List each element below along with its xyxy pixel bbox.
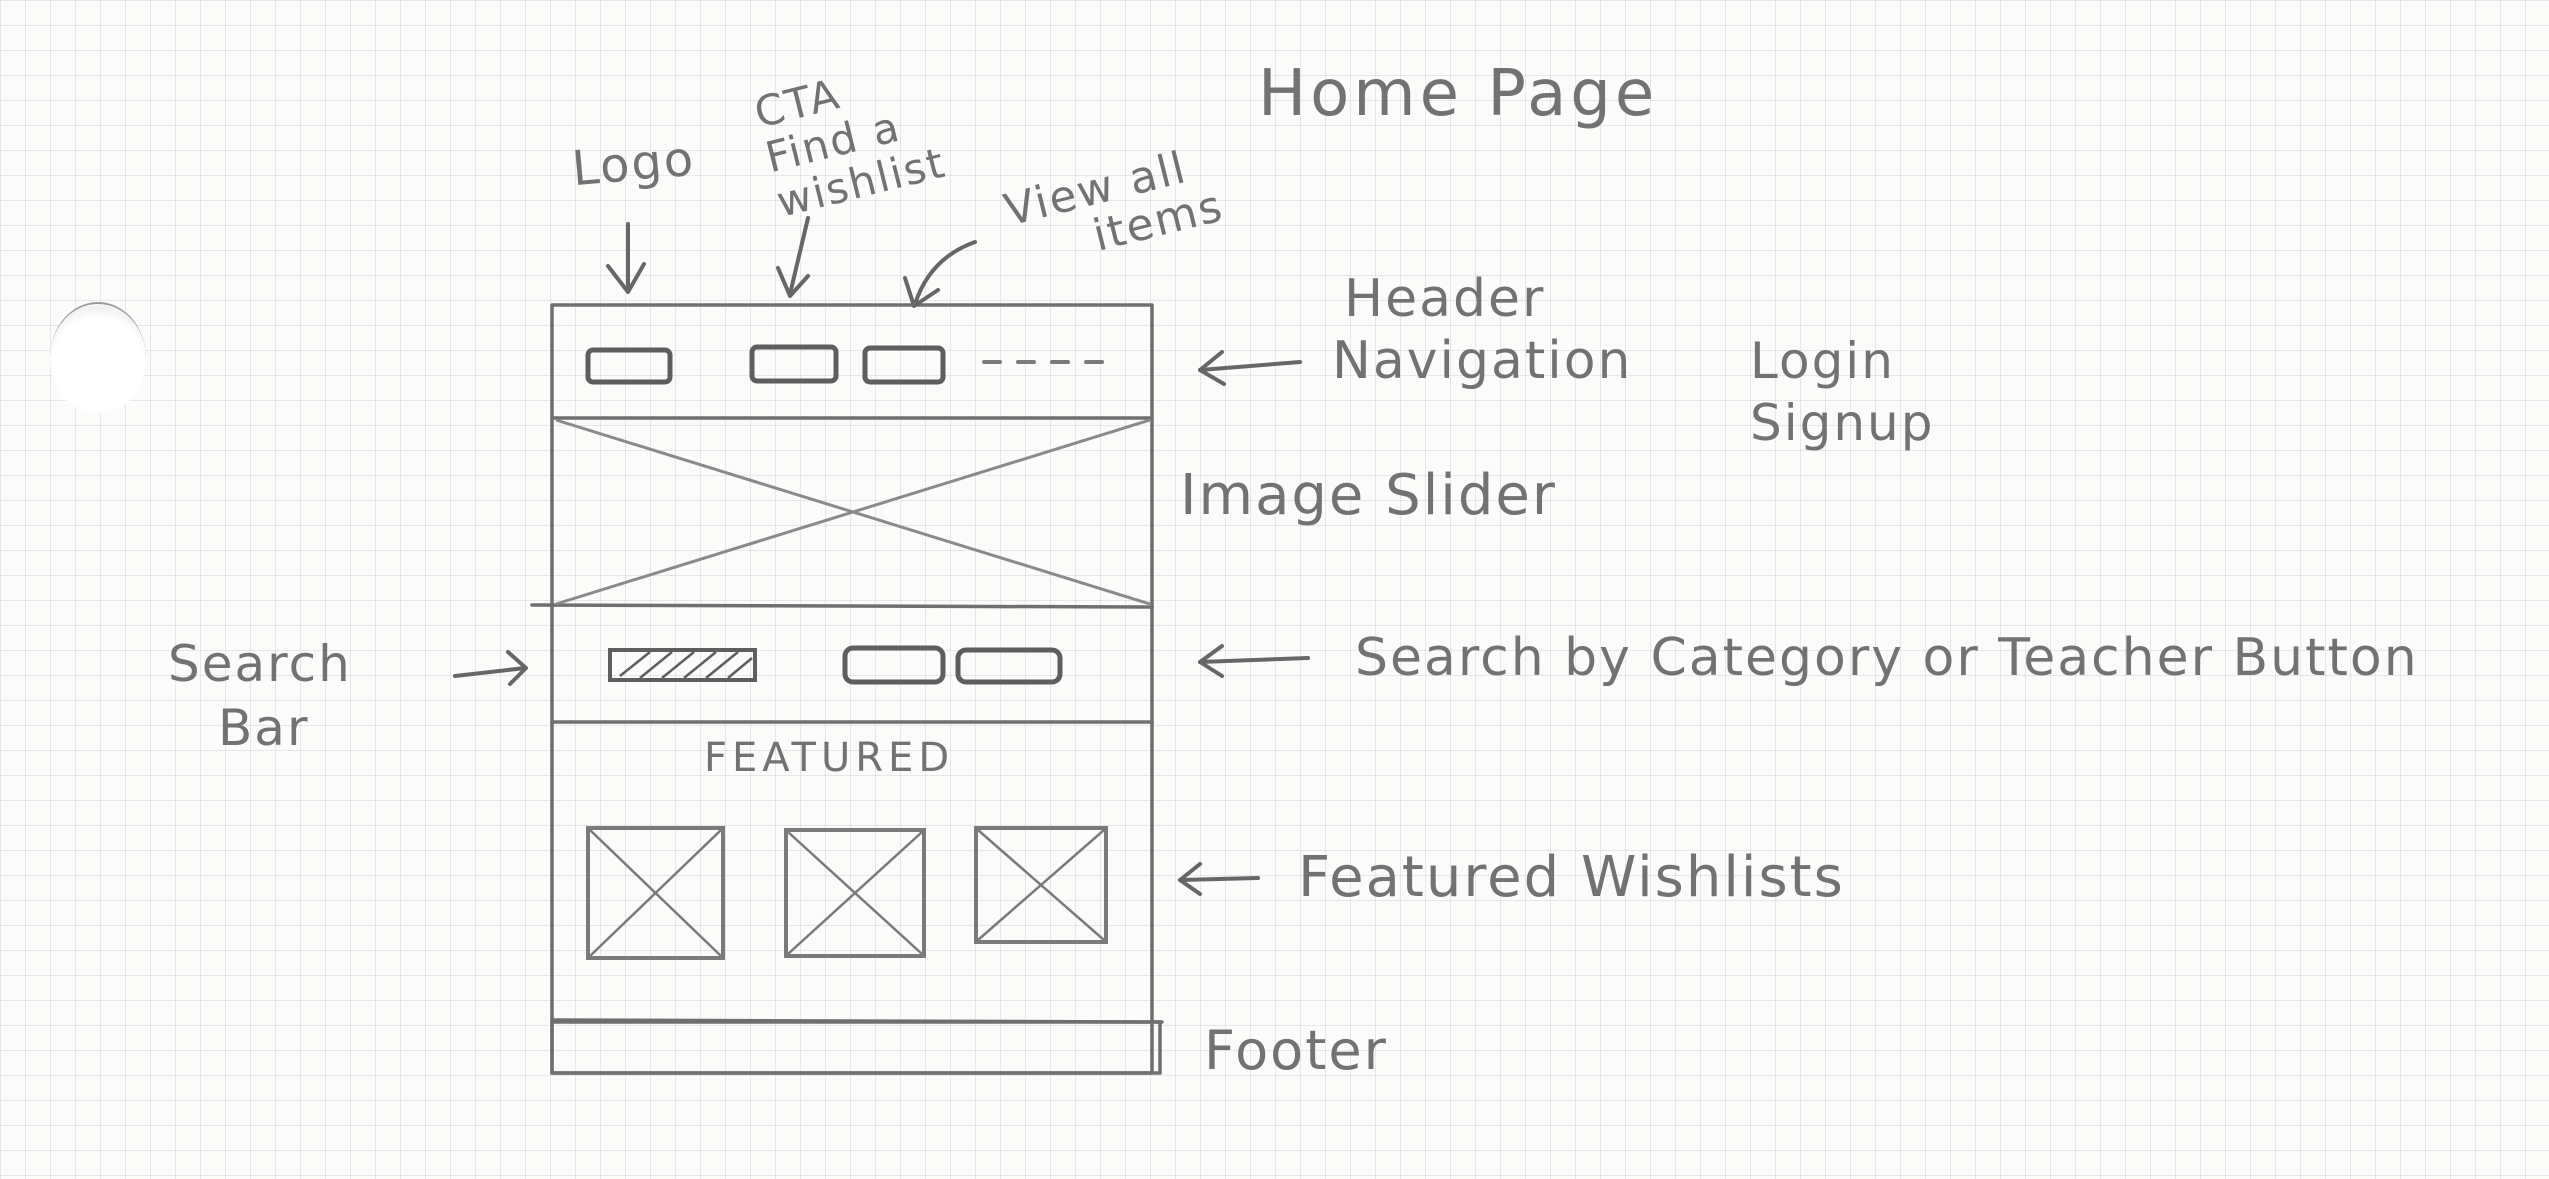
slider-divider: [530, 603, 1154, 609]
arrow-featured-wishlists: [1178, 876, 1260, 882]
arrow-search-by: [1198, 656, 1310, 664]
arrow-down-cta: [788, 216, 810, 296]
image-slider-annotation: Image Slider: [1180, 463, 1557, 528]
search-category-button-box: [842, 645, 946, 685]
featured-wishlist-box: [974, 826, 1108, 944]
nav-cta-box: [749, 344, 839, 384]
arrow-header-navigation: [1198, 360, 1302, 372]
search-bar-box: [608, 648, 757, 682]
login-signup-annotation: Login Signup: [1750, 330, 1935, 454]
search-by-annotation: Search by Category or Teacher Button: [1355, 628, 2419, 688]
search-bar-line: Search: [168, 635, 352, 693]
slider-cross-line: [555, 418, 1151, 606]
nav-logo-box: [585, 347, 673, 385]
header-navigation-annotation: Header Navigation: [1332, 268, 1632, 392]
login-signup-line: Signup: [1750, 394, 1935, 452]
header-navigation-line: Navigation: [1332, 331, 1633, 391]
featured-heading: FEATURED: [704, 735, 955, 781]
search-bar-line: Bar: [218, 699, 310, 757]
nav-view-all-box: [862, 345, 946, 385]
footer-annotation: Footer: [1204, 1019, 1388, 1082]
footer-box: [550, 1020, 1162, 1075]
search-bar-annotation: Search Bar: [168, 632, 352, 760]
search-teacher-button-box: [955, 647, 1063, 685]
binder-hole: [50, 302, 146, 414]
page-title: Home Page: [1258, 57, 1659, 131]
featured-wishlist-box: [784, 828, 926, 958]
arrow-search-bar: [453, 666, 527, 678]
logo-annotation: Logo: [569, 130, 698, 198]
header-navigation-line: Header: [1344, 269, 1546, 329]
featured-wishlist-box: [586, 826, 725, 960]
arrow-view-all: [913, 240, 977, 306]
featured-wishlists-annotation: Featured Wishlists: [1298, 845, 1845, 910]
login-signup-line: Login: [1750, 332, 1895, 390]
